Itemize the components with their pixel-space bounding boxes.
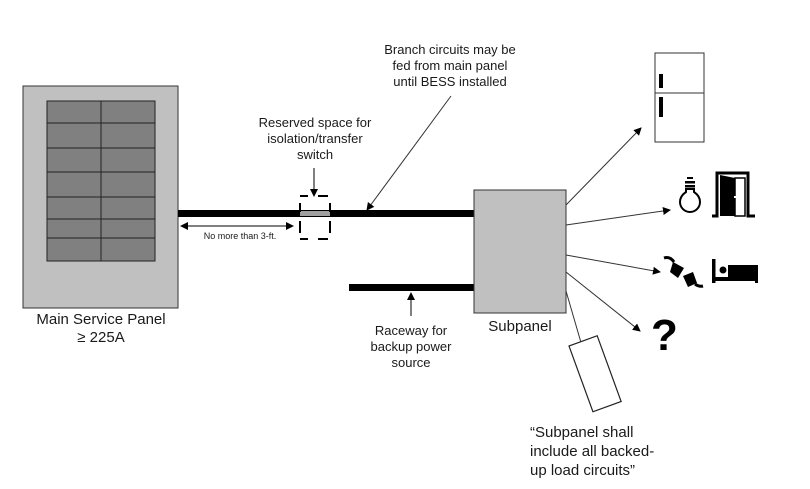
branch-circuits-arrow [366, 95, 452, 211]
breaker-slot [46, 147, 102, 173]
breaker-slot [46, 100, 102, 124]
breaker-slot [46, 196, 102, 220]
load-line-receptacles [565, 254, 661, 275]
plug-icon [663, 256, 704, 288]
raceway-label-line2: backup power [370, 339, 452, 354]
reserved-switch-dashed-box [299, 195, 331, 240]
raceway-label-line1: Raceway for [374, 323, 448, 338]
raceway-label: Raceway for backup power source [356, 323, 466, 371]
breaker-slot [100, 147, 156, 173]
load-line-other [565, 271, 641, 332]
reserved-label-line1: Reserved space for [258, 115, 372, 130]
refrigerator-icon [654, 52, 705, 143]
reserved-switch-space [300, 211, 330, 216]
distance-label: No more than 3-ft. [203, 231, 277, 241]
breaker-slot [100, 196, 156, 220]
breaker-grid [46, 100, 156, 262]
main-panel-rating: ≥ 225A [77, 329, 125, 346]
main-service-panel [22, 85, 179, 309]
load-line-refrigerator [565, 127, 642, 206]
raceway-label-line3: source [391, 355, 431, 370]
breaker-slot [100, 218, 156, 239]
breaker-slot [100, 171, 156, 198]
question-mark-icon: ? [651, 311, 678, 360]
subpanel-box [473, 189, 567, 314]
main-panel-label-line1: Main Service Panel [36, 311, 166, 328]
breaker-slot [100, 237, 156, 262]
backed-up-panel-icon [568, 334, 622, 413]
subpanel-label: Subpanel [488, 318, 552, 335]
breaker-slot [100, 100, 156, 124]
subpanel-requirement-quote: “Subpanel shall include all backed- up l… [530, 423, 690, 480]
main-panel-label: Main Service Panel ≥ 225A [15, 311, 187, 347]
load-line-lighting [565, 207, 671, 226]
reserved-space-label: Reserved space for isolation/transfer sw… [240, 115, 390, 163]
quote-line2: include all backed- [530, 443, 655, 460]
breaker-slot [46, 237, 102, 262]
breaker-slot [46, 171, 102, 198]
breaker-slot [46, 218, 102, 239]
breaker-slot [46, 122, 102, 149]
door-icon [712, 171, 755, 218]
bed-icon [712, 259, 758, 283]
reserved-label-line3: switch [296, 147, 334, 162]
raceway-conductor [349, 284, 474, 291]
load-line-subpanel-note [565, 290, 583, 347]
branch-label-line3: until BESS installed [393, 74, 507, 89]
light-bulb-icon [678, 177, 702, 213]
quote-line1: “Subpanel shall [530, 424, 634, 441]
branch-label-line1: Branch circuits may be [384, 42, 516, 57]
branch-circuits-label: Branch circuits may be fed from main pan… [370, 42, 530, 90]
branch-label-line2: fed from main panel [392, 58, 508, 73]
reserved-label-line2: isolation/transfer [267, 131, 363, 146]
quote-line3: up load circuits” [530, 462, 636, 479]
breaker-slot [100, 122, 156, 149]
